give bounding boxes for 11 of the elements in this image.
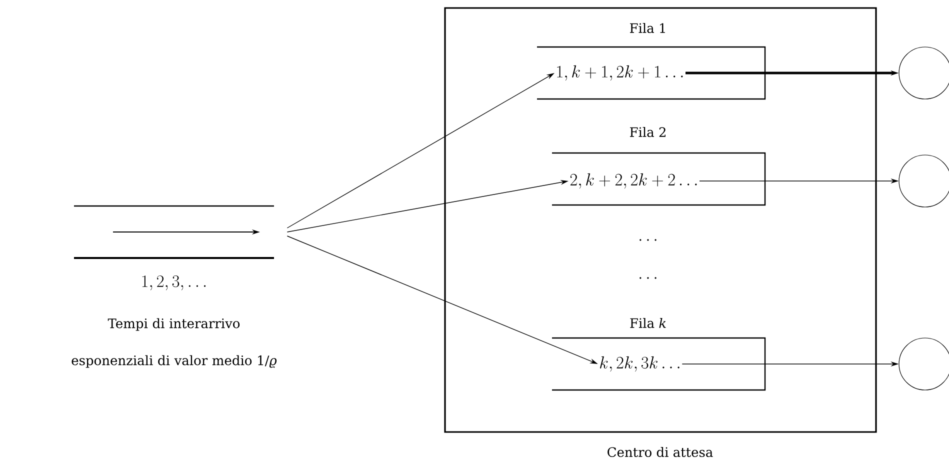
box-caption: Centro di attesa [608, 446, 713, 458]
arrival-numbers: $1,2,3,\ldots$ [142, 275, 206, 290]
queue-title: Fila k [630, 318, 666, 328]
queue-title: Fila 2 [630, 126, 666, 138]
arrival-caption: Tempi di interarrivo esponenziali di valor medio 1/ϱ [72, 318, 277, 368]
ellipsis: $\ldots$ [640, 239, 656, 241]
queue-title: Fila 1 [630, 22, 665, 34]
queue-box: $2,k+2,2k+2\ldots$ [552, 152, 766, 206]
ellipsis: $\ldots$ [640, 277, 656, 279]
queue-box: $1,k+1,2k+1\ldots$ [537, 46, 766, 100]
queue-box: $k,2k,3k\ldots$ [552, 337, 766, 391]
